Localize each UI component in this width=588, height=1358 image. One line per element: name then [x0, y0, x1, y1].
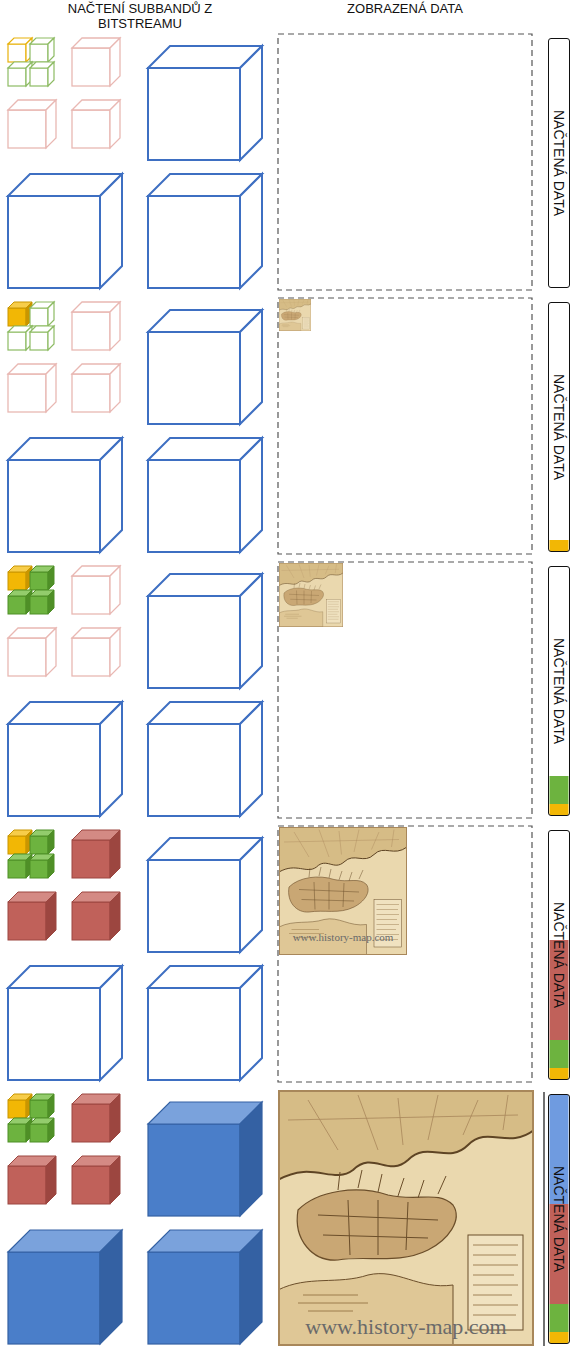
bar-segment [550, 540, 569, 551]
display-frame [278, 34, 532, 290]
bar-label: NAČTENÁ DATA [552, 638, 566, 744]
progress-bar: NAČTENÁ DATA [548, 566, 570, 816]
subband-row [8, 1090, 570, 1346]
progress-bar: NAČTENÁ DATA [548, 830, 570, 1080]
bar-segment [550, 1040, 569, 1068]
progress-bar: NAČTENÁ DATA [548, 38, 570, 288]
display-frame [278, 826, 532, 1082]
watermark: www.history-map.com [278, 1314, 534, 1339]
progress-bar: NAČTENÁ DATA [548, 302, 570, 552]
bar-label: NAČTENÁ DATA [552, 110, 566, 216]
subband-row [8, 34, 570, 290]
progress-bar: NAČTENÁ DATA [548, 1094, 570, 1344]
map-image [278, 1090, 534, 1346]
bar-segment [550, 1304, 569, 1332]
watermark: www.history-map.com [279, 931, 407, 944]
subband-row [8, 562, 570, 818]
bar-segment [550, 1332, 569, 1343]
bar-label: NAČTENÁ DATA [552, 374, 566, 480]
column-heading: NAČTENÍ SUBBANDŮ Z BITSTREAMU [30, 2, 250, 32]
bar-ground [548, 38, 570, 288]
map-image [279, 563, 343, 627]
bar-segment [550, 1068, 569, 1079]
bar-segment [550, 776, 569, 804]
bar-segment [550, 804, 569, 815]
bar-label: NAČTENÁ DATA [552, 1166, 566, 1272]
bar-ground [548, 1094, 570, 1344]
map-image [279, 299, 311, 331]
display-frame [278, 562, 532, 818]
column-heading: ZOBRAZENÁ DATA [305, 2, 505, 17]
bar-label: NAČTENÁ DATA [552, 902, 566, 1008]
subband-row [8, 298, 570, 554]
display-frame [278, 298, 532, 554]
bar-edge [543, 1092, 544, 1346]
subband-row [8, 826, 570, 1082]
bar-ground [548, 830, 570, 1080]
map-image [279, 827, 407, 955]
bar-ground [548, 302, 570, 552]
bar-ground [548, 566, 570, 816]
